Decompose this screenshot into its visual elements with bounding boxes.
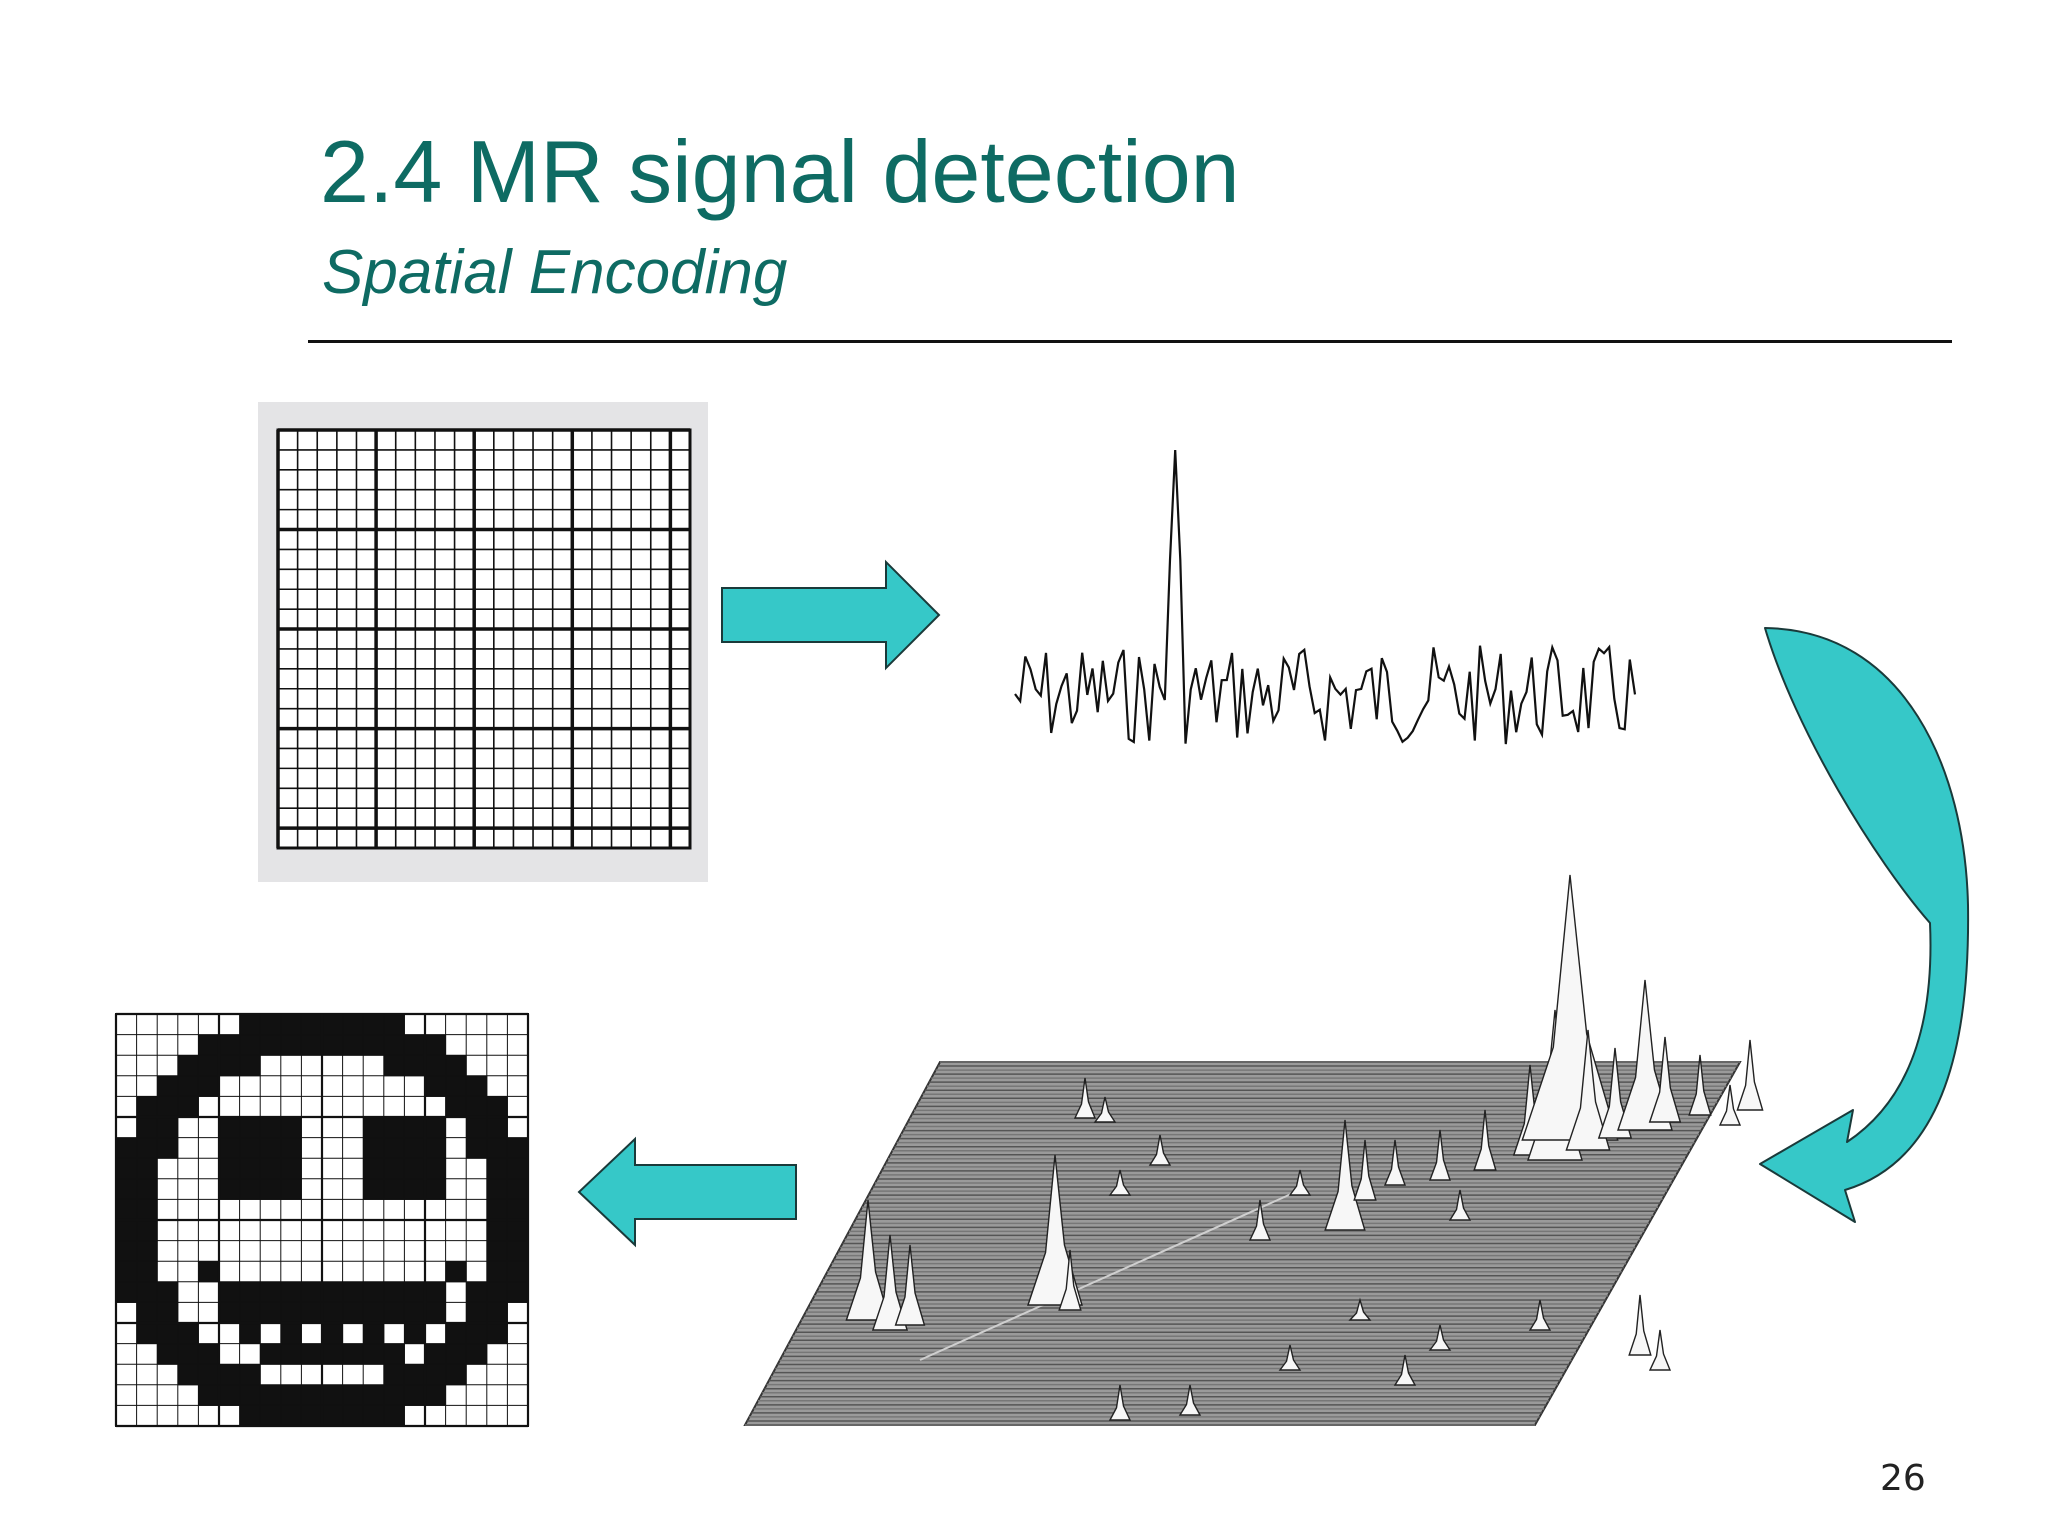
3d-spectrum-plot [743,874,1764,1426]
curved-arrow-icon [1759,627,1970,1223]
empty-grid-image [258,402,708,882]
reconstructed-image-smiley [114,1012,530,1428]
page-number: 26 [1880,1458,1926,1499]
title-divider [308,340,1952,343]
page-subtitle: Spatial Encoding [322,238,788,307]
page-title: 2.4 MR signal detection [320,122,1240,221]
mr-signal-trace [1014,449,1637,745]
arrow-right-icon [721,559,941,671]
arrow-left-icon [577,1136,797,1248]
